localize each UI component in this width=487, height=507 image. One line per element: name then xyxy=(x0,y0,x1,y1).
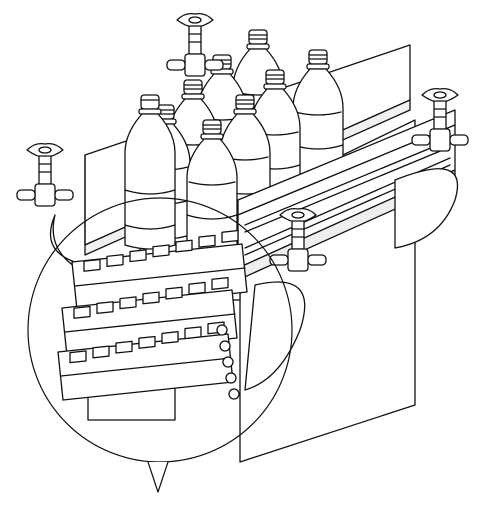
chain-link xyxy=(161,331,179,345)
chain-link xyxy=(115,340,133,354)
roller xyxy=(222,356,234,368)
chain-link xyxy=(119,296,137,310)
chain-links xyxy=(57,229,248,401)
chain-link xyxy=(188,281,206,295)
roller xyxy=(225,372,237,384)
chain-link xyxy=(69,350,87,364)
chain-link xyxy=(152,244,170,258)
chain-link xyxy=(184,326,202,340)
chain-row xyxy=(57,321,234,401)
chain-link xyxy=(83,258,101,272)
chain-link xyxy=(129,249,147,263)
roller xyxy=(216,324,228,336)
chain-link xyxy=(142,291,160,305)
chain-link xyxy=(96,301,114,315)
chain-link xyxy=(73,305,91,319)
chain-link xyxy=(165,286,183,300)
callout-pointer xyxy=(147,461,169,493)
chain-link xyxy=(211,276,229,290)
roller xyxy=(228,388,240,400)
detail-callout xyxy=(27,197,293,493)
roller xyxy=(219,340,231,352)
bottle xyxy=(124,94,176,250)
chain-link xyxy=(221,229,239,243)
chain-link xyxy=(106,254,124,268)
knob-clamp[interactable] xyxy=(269,207,327,272)
chain-link xyxy=(138,335,156,349)
knob-clamp-group xyxy=(16,12,469,272)
knob-clamp[interactable] xyxy=(166,12,224,77)
knob-clamp[interactable] xyxy=(16,142,74,207)
chain-link xyxy=(175,239,193,253)
chain-link xyxy=(92,345,110,359)
knob-clamp[interactable] xyxy=(411,87,469,152)
chain-link xyxy=(198,234,216,248)
